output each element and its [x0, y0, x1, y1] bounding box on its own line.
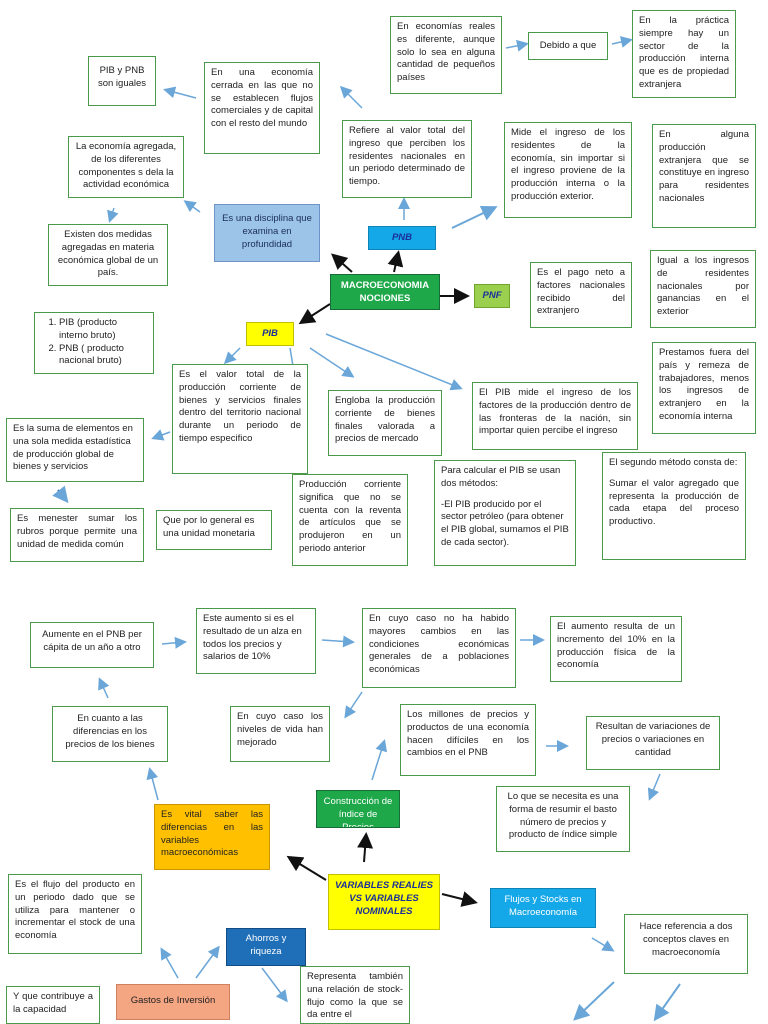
- vital-diferencias: Es vital saber las diferencias en las va…: [154, 804, 270, 870]
- pago-neto: Es el pago neto a factores nacionales re…: [530, 262, 632, 328]
- arrow: [309, 347, 355, 378]
- arrow: [653, 983, 681, 1022]
- en-la-practica: En la práctica siempre hay un sector de …: [632, 10, 736, 98]
- arrow: [344, 691, 363, 719]
- contribuye: Y que contribuye a la capacidad: [6, 986, 100, 1024]
- medidas-ol: PIB (producto interno bruto) PNB ( produ…: [41, 317, 147, 368]
- cuyo-caso-cambios: En cuyo caso no ha habido mayores cambio…: [362, 608, 516, 688]
- arrow: [286, 855, 327, 881]
- aumento-si: Este aumento si es el resultado de un al…: [196, 608, 316, 674]
- pib-pnb-iguales: PIB y PNB son iguales: [88, 56, 156, 106]
- calcular-pib: Para calcular el PIB se usan dos métodos…: [434, 460, 576, 566]
- variaciones: Resultan de variaciones de precios o var…: [586, 716, 720, 770]
- variables-center: VARIABLES REALIES VS VARIABLES NOMINALES: [328, 874, 440, 930]
- arrow: [573, 981, 615, 1021]
- segundo-title: El segundo método consta de:: [609, 457, 738, 468]
- pnf-tag: PNF: [474, 284, 510, 308]
- segundo-body: Sumar el valor agregado que representa l…: [609, 477, 739, 528]
- arrow: [321, 635, 355, 648]
- aumente-pnb: Aumente en el PNB per cápita de un año a…: [30, 622, 154, 668]
- menester: Es menester sumar los rubros porque perm…: [10, 508, 144, 562]
- diferencias-precios: En cuanto a las diferencias en los preci…: [52, 706, 168, 762]
- pnb-tag-label: PNB: [391, 232, 413, 243]
- millones-precios: Los millones de precios y productos de u…: [400, 704, 536, 776]
- arrow: [261, 967, 288, 1003]
- arrow: [451, 205, 498, 229]
- mide-ingreso: Mide el ingreso de los residentes de la …: [504, 122, 632, 218]
- resumir-indice: Lo que se necesita es una forma de resum…: [496, 786, 630, 852]
- arrow: [163, 86, 197, 99]
- niveles-vida: En cuyo caso los niveles de vida han mej…: [230, 706, 330, 762]
- produccion-corriente: Producción corriente significa que no se…: [292, 474, 408, 566]
- unidad-monetaria: Que por lo general es una unidad monetar…: [156, 510, 272, 550]
- arrow: [195, 945, 220, 979]
- aumento-resulta: El aumento resulta de un incremento del …: [550, 616, 682, 682]
- arrow: [339, 85, 363, 109]
- alguna-produccion: En alguna producción extranjera que se c…: [652, 124, 756, 228]
- medidas-list: PIB (producto interno bruto) PNB ( produ…: [34, 312, 154, 374]
- pib-mide: El PIB mide el ingreso de los factores d…: [472, 382, 638, 450]
- calcular-body: -El PIB producido por el sector petróleo…: [441, 498, 569, 549]
- refiere-valor-total: Refiere al valor total del ingreso que p…: [342, 120, 472, 198]
- pib-tag: PIB: [246, 322, 294, 346]
- arrow: [223, 347, 241, 365]
- arrow: [98, 677, 110, 699]
- economias-reales: En economías reales es diferente, aunque…: [390, 16, 502, 94]
- arrow: [505, 39, 529, 52]
- prestamos: Prestamos fuera del país y remeza de tra…: [652, 342, 756, 434]
- representa-stock-flujo: Representa también una relación de stock…: [300, 966, 410, 1024]
- arrow: [298, 303, 331, 325]
- engloba: Engloba la producción corriente de biene…: [328, 390, 442, 456]
- arrow: [183, 200, 201, 213]
- conceptos-claves: Hace referencia a dos conceptos claves e…: [624, 914, 748, 974]
- arrow: [611, 36, 633, 48]
- igual-ingresos: Igual a los ingresos de residentes nacio…: [650, 250, 756, 328]
- arrow: [161, 636, 187, 649]
- arrow: [387, 250, 404, 273]
- disciplina-box: Es una disciplina que examina en profund…: [214, 204, 320, 262]
- arrow: [591, 937, 615, 952]
- arrow: [107, 207, 119, 223]
- segundo-metodo: El segundo método consta de: Sumar el va…: [602, 452, 746, 560]
- suma-elementos: Es la suma de elementos en una sola medi…: [6, 418, 144, 482]
- economia-agregada: La economía agregada, de los diferentes …: [68, 136, 184, 198]
- valor-total-produccion: Es el valor total de la producción corri…: [172, 364, 308, 474]
- debido-a-que: Debido a que: [528, 32, 608, 60]
- medidas-agregadas: Existen dos medidas agregadas en materia…: [48, 224, 168, 286]
- gastos-inversion: Gastos de Inversión: [116, 984, 230, 1020]
- arrow: [160, 947, 179, 979]
- arrow: [331, 253, 353, 273]
- economia-cerrada: En una economía cerrada en las que no se…: [204, 62, 320, 154]
- construccion-indice: Construcción de índice de Precios: [316, 790, 400, 828]
- arrow: [325, 333, 463, 391]
- arrow: [52, 485, 69, 504]
- arrow: [146, 767, 159, 801]
- arrow: [151, 429, 171, 441]
- flujos-stocks: Flujos y Stocks en Macroeconomía: [490, 888, 596, 928]
- arrow: [371, 739, 388, 781]
- ahorros-riqueza: Ahorros y riqueza: [226, 928, 306, 966]
- calcular-title: Para calcular el PIB se usan dos métodos…: [441, 465, 561, 489]
- arrow: [357, 832, 374, 863]
- pnb-tag: PNB: [368, 226, 436, 250]
- list-item: PIB (producto interno bruto): [59, 317, 147, 343]
- list-item: PNB ( producto nacional bruto): [59, 343, 147, 369]
- macroeconomia-center: MACROECONOMIA NOCIONES: [330, 274, 440, 310]
- arrow: [647, 773, 661, 801]
- flujo-producto: Es el flujo del producto en un periodo d…: [8, 874, 142, 954]
- arrow: [441, 891, 478, 907]
